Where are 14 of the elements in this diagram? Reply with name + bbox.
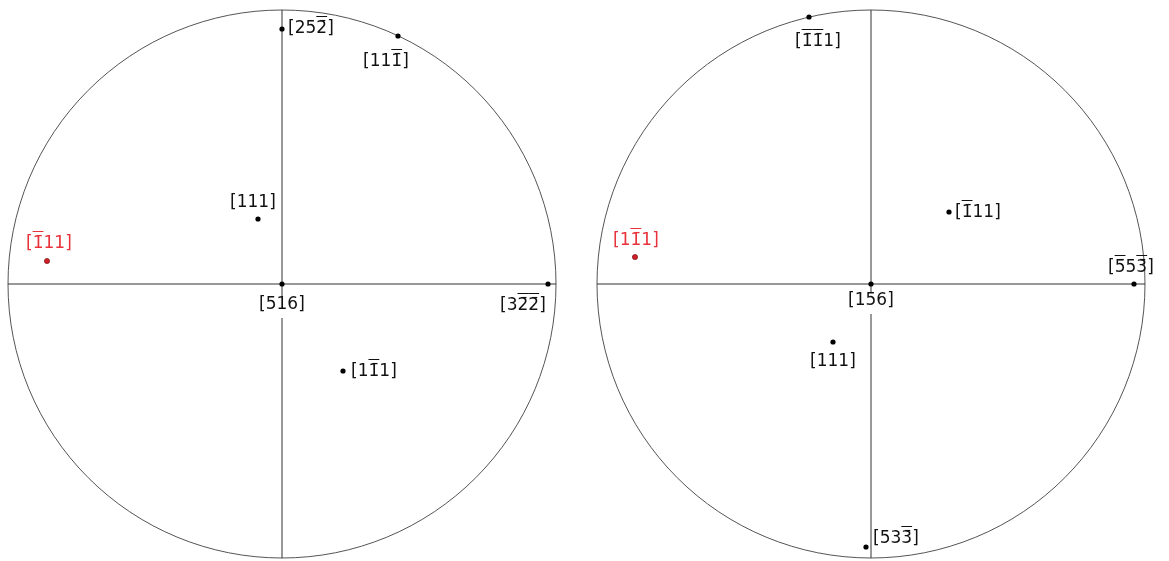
direction-label: [111]	[230, 191, 276, 211]
direction-label: [1̄11]	[26, 232, 72, 252]
direction-label: [11̄1]	[613, 229, 659, 249]
direction-label: [5̄53̄]	[1108, 256, 1154, 276]
direction-label: [32̄2̄]	[500, 294, 546, 314]
direction-label: [533̄]	[873, 527, 919, 547]
direction-label: [1̄1̄1]	[795, 30, 841, 50]
direction-label: [156]	[848, 289, 894, 309]
direction-label: [111]	[810, 350, 856, 370]
direction-label: [11̄1]	[351, 360, 397, 380]
direction-label: [1̄11]	[955, 201, 1001, 221]
direction-label: [111̄]	[363, 50, 409, 70]
direction-label: [516]	[259, 293, 305, 313]
direction-label: [252̄]	[288, 17, 334, 37]
